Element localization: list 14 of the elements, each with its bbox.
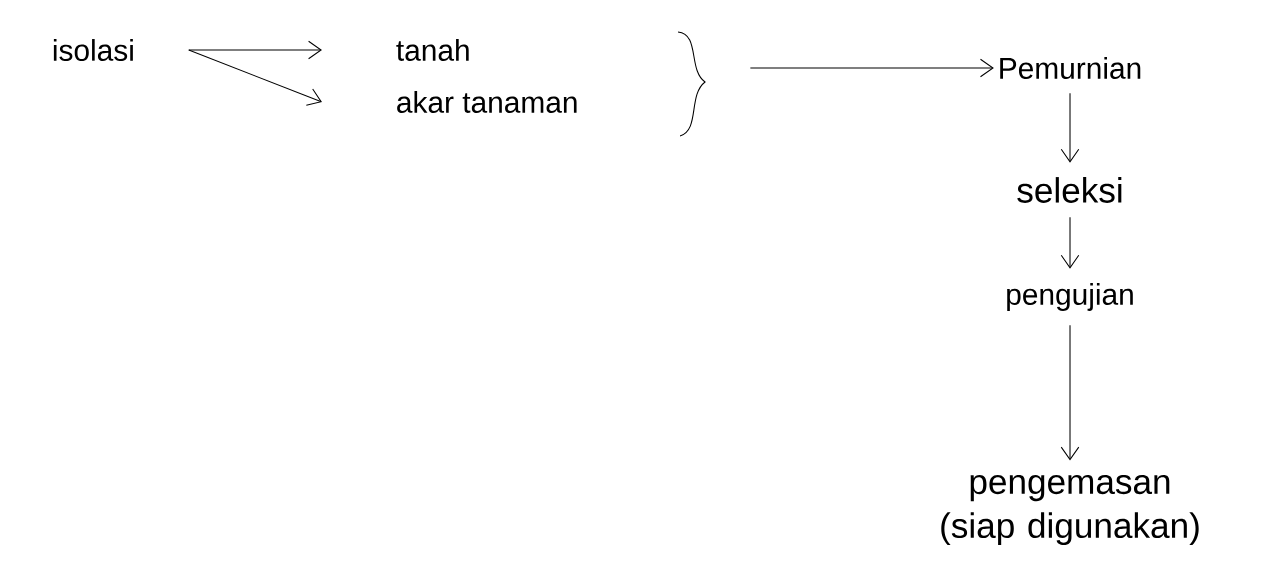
step-label: pengemasan (siap digunakan) (941, 474, 1199, 546)
step-label: pengujian (1007, 283, 1133, 311)
arrow (749, 58, 994, 78)
brace (677, 31, 706, 137)
arrow (1060, 324, 1080, 461)
step-label: seleksi (1017, 177, 1122, 203)
source-label: akar tanaman (397, 91, 577, 113)
arrow (1060, 92, 1080, 163)
source-label: tanah (396, 39, 469, 61)
arrow (188, 49, 322, 106)
arrow (188, 40, 322, 60)
step-label: Pemurnian (1000, 57, 1141, 79)
step-label: isolasi (53, 39, 133, 61)
arrow (1060, 216, 1080, 269)
